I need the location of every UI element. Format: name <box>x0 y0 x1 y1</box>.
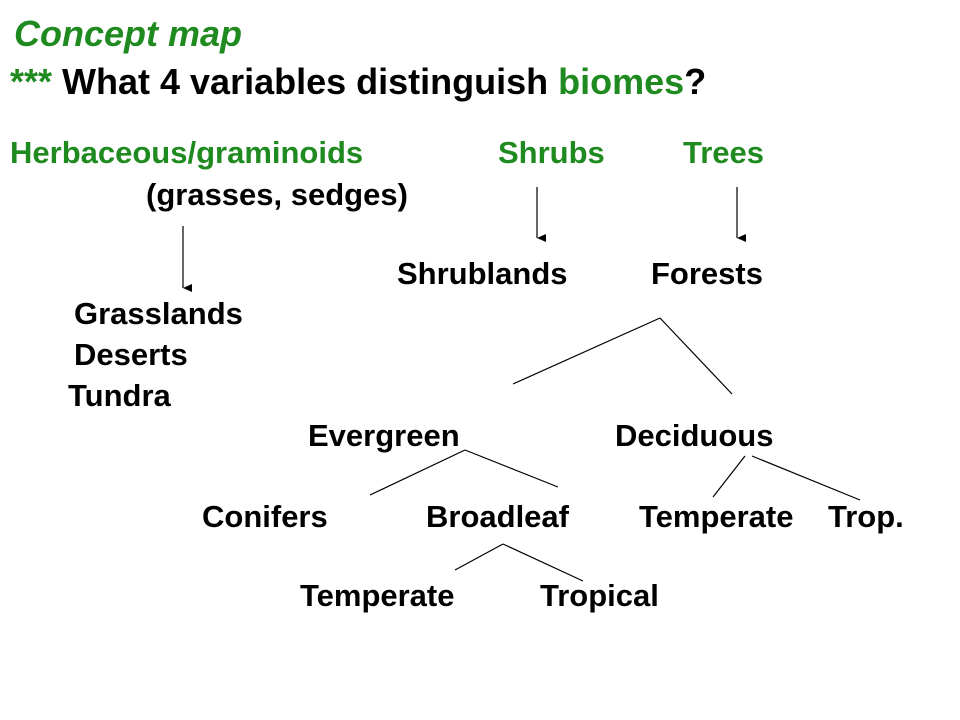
line-evergreen-to-broadleaf <box>464 449 559 488</box>
question-mark: ? <box>684 61 707 102</box>
node-herbaceous: Herbaceous/graminoids <box>10 135 364 170</box>
node-broadleaf-temperate: Temperate <box>300 578 455 613</box>
line-forests-to-deciduous <box>659 317 733 395</box>
node-deciduous-temperate: Temperate <box>639 499 794 534</box>
node-conifers: Conifers <box>202 499 328 534</box>
node-tundra: Tundra <box>68 378 171 413</box>
node-deserts: Deserts <box>74 337 188 372</box>
node-grasslands: Grasslands <box>74 296 243 331</box>
node-forests: Forests <box>651 256 763 291</box>
line-broadleaf-to-temperate <box>454 543 504 571</box>
node-herbaceous-note: (grasses, sedges) <box>146 177 408 212</box>
line-deciduous-to-temperate <box>712 455 746 498</box>
node-trees: Trees <box>683 135 765 170</box>
node-shrublands: Shrublands <box>397 256 568 291</box>
line-deciduous-to-tropical <box>751 455 861 501</box>
node-broadleaf: Broadleaf <box>426 499 569 534</box>
question-text: What 4 variables distinguish <box>52 61 559 102</box>
line-broadleaf-to-tropical <box>502 543 584 582</box>
node-broadleaf-tropical: Tropical <box>540 578 659 613</box>
node-evergreen: Evergreen <box>308 418 460 453</box>
slide-title: Concept map <box>14 13 243 54</box>
question-stars: *** <box>10 61 53 102</box>
node-shrubs: Shrubs <box>498 135 605 170</box>
line-forests-to-evergreen <box>512 317 661 385</box>
question-highlight: biomes <box>558 61 685 102</box>
node-deciduous-tropical: Trop. <box>828 499 904 534</box>
question-heading: *** What 4 variables distinguish biomes? <box>10 64 706 100</box>
node-deciduous: Deciduous <box>615 418 774 453</box>
line-evergreen-to-conifers <box>369 449 466 496</box>
